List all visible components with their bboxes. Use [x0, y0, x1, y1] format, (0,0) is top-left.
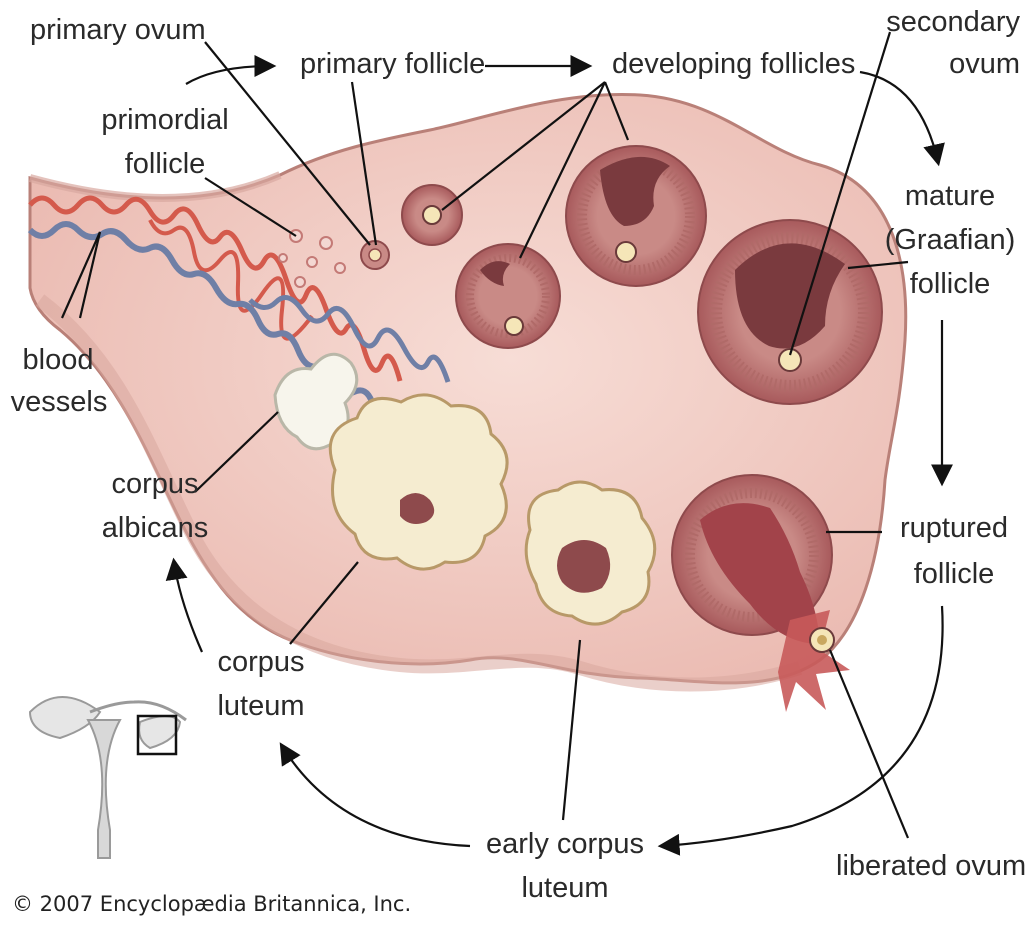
developing-follicle-small — [402, 185, 462, 245]
early-corpus-luteum — [526, 482, 655, 624]
label-corpus-luteum-1: corpus — [196, 644, 326, 680]
developing-follicle-large — [566, 146, 706, 286]
label-blood-vessels-1: blood — [8, 342, 108, 378]
label-secondary-ovum-2: ovum — [880, 46, 1020, 82]
label-developing-follicles: developing follicles — [612, 46, 855, 82]
copyright-credit: © 2007 Encyclopædia Britannica, Inc. — [12, 892, 411, 916]
label-corpus-albicans-2: albicans — [90, 510, 220, 546]
liberated-ovum — [810, 628, 834, 652]
label-corpus-luteum-2: luteum — [196, 688, 326, 724]
label-primary-ovum: primary ovum — [30, 12, 206, 48]
developing-follicle-medium — [456, 244, 560, 348]
label-liberated-ovum: liberated ovum — [836, 848, 1026, 884]
label-mature-1: mature — [880, 178, 1020, 214]
label-ruptured-follicle-2: follicle — [884, 556, 1024, 592]
label-blood-vessels-2: vessels — [4, 384, 114, 420]
label-mature-2: (Graafian) — [880, 222, 1020, 258]
corpus-luteum — [330, 395, 507, 569]
mature-graafian-follicle — [698, 220, 882, 404]
label-early-corpus-luteum-2: luteum — [470, 870, 660, 906]
label-ruptured-follicle-1: ruptured — [884, 510, 1024, 546]
label-primary-follicle: primary follicle — [300, 46, 485, 82]
label-early-corpus-luteum-1: early corpus — [470, 826, 660, 862]
label-mature-3: follicle — [880, 266, 1020, 302]
reproductive-system-inset — [30, 697, 186, 858]
label-secondary-ovum-1: secondary — [880, 4, 1020, 40]
primary-follicle — [361, 241, 389, 269]
label-primordial-1: primordial — [90, 102, 240, 138]
label-primordial-2: follicle — [90, 146, 240, 182]
label-corpus-albicans-1: corpus — [90, 466, 220, 502]
